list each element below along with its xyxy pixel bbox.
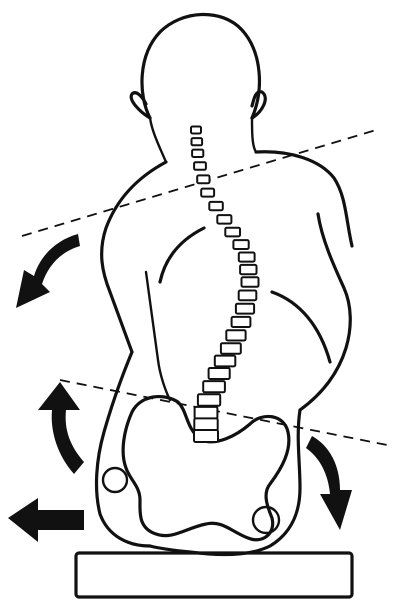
- vertebra: [215, 356, 236, 367]
- left-shoulder-blade: [160, 228, 204, 282]
- head: [142, 14, 259, 118]
- vertebra: [194, 162, 206, 170]
- vertebra: [203, 381, 225, 392]
- vertebra: [191, 127, 201, 134]
- vertebra: [242, 277, 259, 287]
- right-shoulder-arm: [256, 152, 352, 246]
- right-hip-socket: [253, 507, 279, 533]
- vertebra: [233, 240, 248, 249]
- right-buttock: [150, 410, 300, 554]
- left-shoulder-arm: [102, 162, 166, 352]
- left-hip-socket: [103, 468, 127, 492]
- vertebra: [192, 150, 203, 157]
- right-flank: [300, 214, 350, 410]
- vertebra: [192, 138, 203, 145]
- neck-right: [252, 118, 256, 152]
- vertebra: [239, 291, 257, 301]
- vertebra: [209, 368, 230, 379]
- vertebra: [232, 317, 251, 327]
- left-inner-arm: [146, 272, 170, 400]
- vertebra: [221, 343, 241, 354]
- vertebra: [194, 418, 217, 430]
- right-shoulder-blade: [272, 292, 330, 362]
- vertebra: [240, 265, 256, 274]
- vertebra: [194, 430, 218, 442]
- vertebra: [201, 189, 214, 197]
- vertebra: [225, 228, 240, 237]
- spine: [191, 127, 259, 443]
- vertebra: [217, 215, 231, 224]
- vertebra: [209, 202, 223, 210]
- vertebra: [198, 394, 220, 405]
- vertebra: [236, 304, 254, 314]
- upper-left-rotation-arrow: [16, 234, 80, 308]
- lower-left-rotation-arrow: [38, 382, 84, 474]
- vertebra: [226, 330, 245, 340]
- vertebra: [197, 175, 209, 183]
- neck-left: [150, 118, 166, 162]
- left-shift-arrow: [8, 498, 84, 542]
- seat-block: [76, 553, 352, 597]
- vertebra: [195, 407, 218, 419]
- vertebra: [239, 253, 255, 262]
- right-rotation-arrow: [306, 436, 352, 530]
